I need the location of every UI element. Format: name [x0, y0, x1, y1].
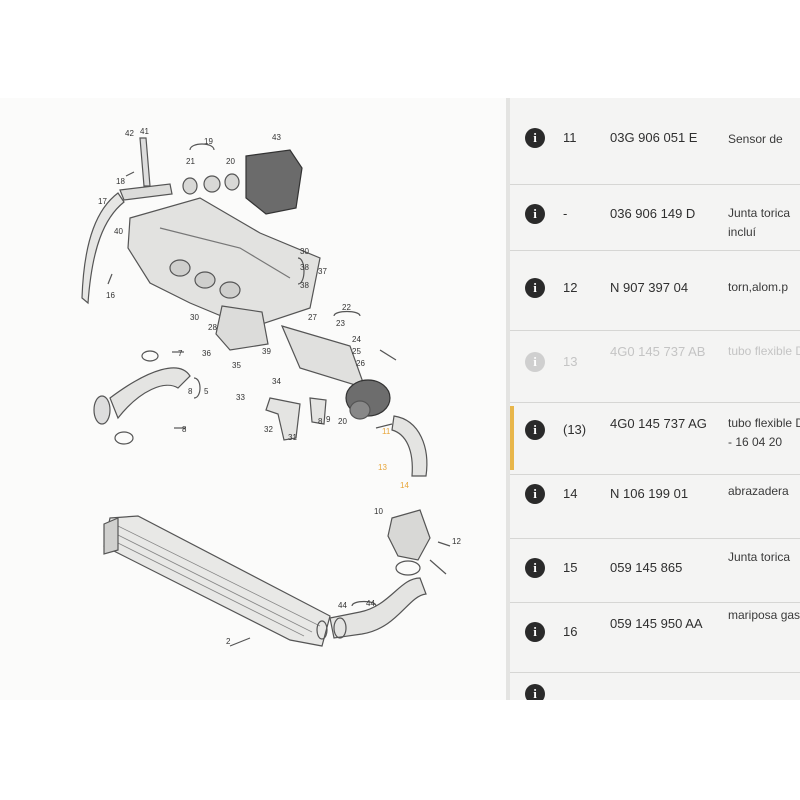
- part-number: 059 145 865: [610, 560, 683, 575]
- callout-22: 22: [342, 303, 351, 312]
- callout-10: 10: [374, 507, 383, 516]
- callout-2: 2: [226, 637, 231, 646]
- callout-13: 13: [378, 463, 387, 472]
- part-description: tubo flexible D - 16 04 20: [728, 416, 800, 449]
- callout-42: 42: [125, 129, 134, 138]
- position-number: 16: [563, 624, 578, 639]
- callout-27: 27: [308, 313, 317, 322]
- callout-9: 9: [326, 415, 331, 424]
- callout-7: 7: [178, 349, 183, 358]
- part-number: 4G0 145 737 AB: [610, 344, 706, 359]
- exploded-view-drawing: 42 41 19 43 21 20 18 17 40 16 30 30 38 3…: [81, 127, 461, 647]
- callout-20: 20: [226, 157, 235, 166]
- table-row[interactable]: i - 036 906 149 D Junta torica incluí: [510, 184, 800, 251]
- callout-36: 36: [202, 349, 211, 358]
- callout-31: 31: [288, 433, 297, 442]
- position-number: (13): [563, 422, 587, 437]
- parts-diagram[interactable]: 42 41 19 43 21 20 18 17 40 16 30 30 38 3…: [0, 98, 506, 700]
- position-number: 13: [563, 354, 578, 369]
- callout-33: 33: [236, 393, 245, 402]
- part-description: Junta torica incluí: [728, 206, 791, 239]
- callout-23: 23: [336, 319, 345, 328]
- part-number: 4G0 145 737 AG: [610, 416, 707, 431]
- table-row[interactable]: i 11 03G 906 051 E Sensor de: [510, 98, 800, 185]
- callout-17: 17: [98, 197, 107, 206]
- position-number: 14: [563, 486, 578, 501]
- callout-40: 40: [114, 227, 123, 236]
- info-icon[interactable]: i: [525, 278, 545, 298]
- callout-24: 24: [352, 335, 361, 344]
- info-icon[interactable]: i: [525, 352, 545, 372]
- part-description: Sensor de: [728, 132, 783, 146]
- table-row-selected[interactable]: i (13) 4G0 145 737 AG tubo flexible D - …: [510, 402, 800, 475]
- part-description: abrazadera: [728, 484, 789, 498]
- table-row[interactable]: i 16 059 145 950 AA mariposa gas: [510, 602, 800, 673]
- callout-25: 25: [352, 347, 361, 356]
- table-row[interactable]: i 15 059 145 865 Junta torica: [510, 538, 800, 603]
- parts-table: i 11 03G 906 051 E Sensor de i - 036 906…: [510, 98, 800, 700]
- callout-20b: 20: [338, 417, 347, 426]
- callout-19: 19: [204, 137, 213, 146]
- part-number: N 907 397 04: [610, 280, 689, 295]
- callout-35: 35: [232, 361, 241, 370]
- part-number: 059 145 950 AA: [610, 616, 703, 631]
- callout-12: 12: [452, 537, 461, 546]
- callout-30a: 30: [300, 247, 309, 256]
- table-row[interactable]: i 14 N 106 199 01 abrazadera: [510, 474, 800, 539]
- callout-21: 21: [186, 157, 195, 166]
- callout-18: 18: [116, 177, 125, 186]
- part-number: N 106 199 01: [610, 486, 689, 501]
- part-description: tubo flexible D: [728, 344, 800, 358]
- callout-16: 16: [106, 291, 115, 300]
- callout-39: 39: [262, 347, 271, 356]
- position-number: 12: [563, 280, 578, 295]
- callout-37: 37: [318, 267, 327, 276]
- callout-14: 14: [400, 481, 409, 490]
- callout-30b: 30: [190, 313, 199, 322]
- selected-row-marker: [510, 406, 514, 470]
- info-icon[interactable]: i: [525, 484, 545, 504]
- info-icon[interactable]: i: [525, 204, 545, 224]
- callout-43: 43: [272, 133, 281, 142]
- table-row[interactable]: i 13 4G0 145 737 AB tubo flexible D: [510, 330, 800, 403]
- table-row-partial[interactable]: i: [510, 672, 800, 700]
- callout-28: 28: [208, 323, 217, 332]
- screen: 42 41 19 43 21 20 18 17 40 16 30 30 38 3…: [0, 98, 800, 700]
- part-description: torn,alom.p: [728, 280, 789, 294]
- callout-8a: 8: [188, 387, 193, 396]
- position-number: 11: [563, 130, 577, 145]
- callout-38a: 38: [300, 263, 309, 272]
- position-number: 15: [563, 560, 578, 575]
- callout-11: 11: [382, 427, 391, 436]
- part-description: Junta torica: [728, 550, 791, 564]
- position-number: -: [563, 206, 568, 221]
- callout-44b: 44: [366, 599, 375, 608]
- callout-26: 26: [356, 359, 365, 368]
- part-description: mariposa gas: [728, 608, 800, 622]
- callout-38b: 38: [300, 281, 309, 290]
- callout-8c: 8: [318, 417, 323, 426]
- info-icon[interactable]: i: [525, 558, 545, 578]
- callout-41: 41: [140, 127, 149, 136]
- pane-divider[interactable]: [506, 98, 510, 700]
- callout-34: 34: [272, 377, 281, 386]
- callout-32: 32: [264, 425, 273, 434]
- info-icon[interactable]: i: [525, 128, 545, 148]
- info-icon[interactable]: i: [525, 420, 545, 440]
- info-icon[interactable]: i: [525, 622, 545, 642]
- callout-8b: 8: [182, 425, 187, 434]
- part-number: 03G 906 051 E: [610, 130, 698, 145]
- table-row[interactable]: i 12 N 907 397 04 torn,alom.p: [510, 250, 800, 331]
- callout-5: 5: [204, 387, 209, 396]
- callout-44a: 44: [338, 601, 347, 610]
- part-number: 036 906 149 D: [610, 206, 696, 221]
- info-icon[interactable]: i: [525, 684, 545, 700]
